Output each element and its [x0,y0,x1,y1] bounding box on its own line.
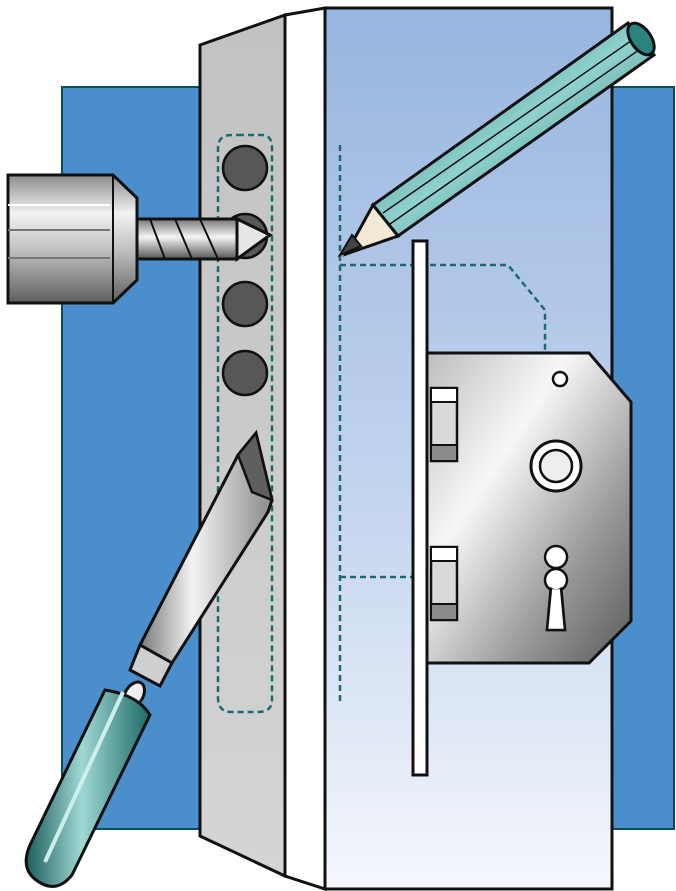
spindle-hole-inner [538,448,574,484]
screw-hole [551,370,569,388]
drilled-hole [221,349,269,397]
lock-faceplate [411,239,429,777]
drilled-hole [221,144,269,192]
drill-bit [135,216,273,262]
keyhole-slot [545,586,567,632]
drill-chuck [6,173,139,305]
pencil [337,20,657,258]
mortise-lock-body [425,351,633,665]
keyhole-fill [547,571,565,589]
mortise-outline [216,133,274,714]
latch [429,386,459,463]
drilled-hole [221,280,269,328]
deadbolt [429,545,459,622]
chisel-handle [24,688,152,888]
door-frame-edge [283,6,327,891]
